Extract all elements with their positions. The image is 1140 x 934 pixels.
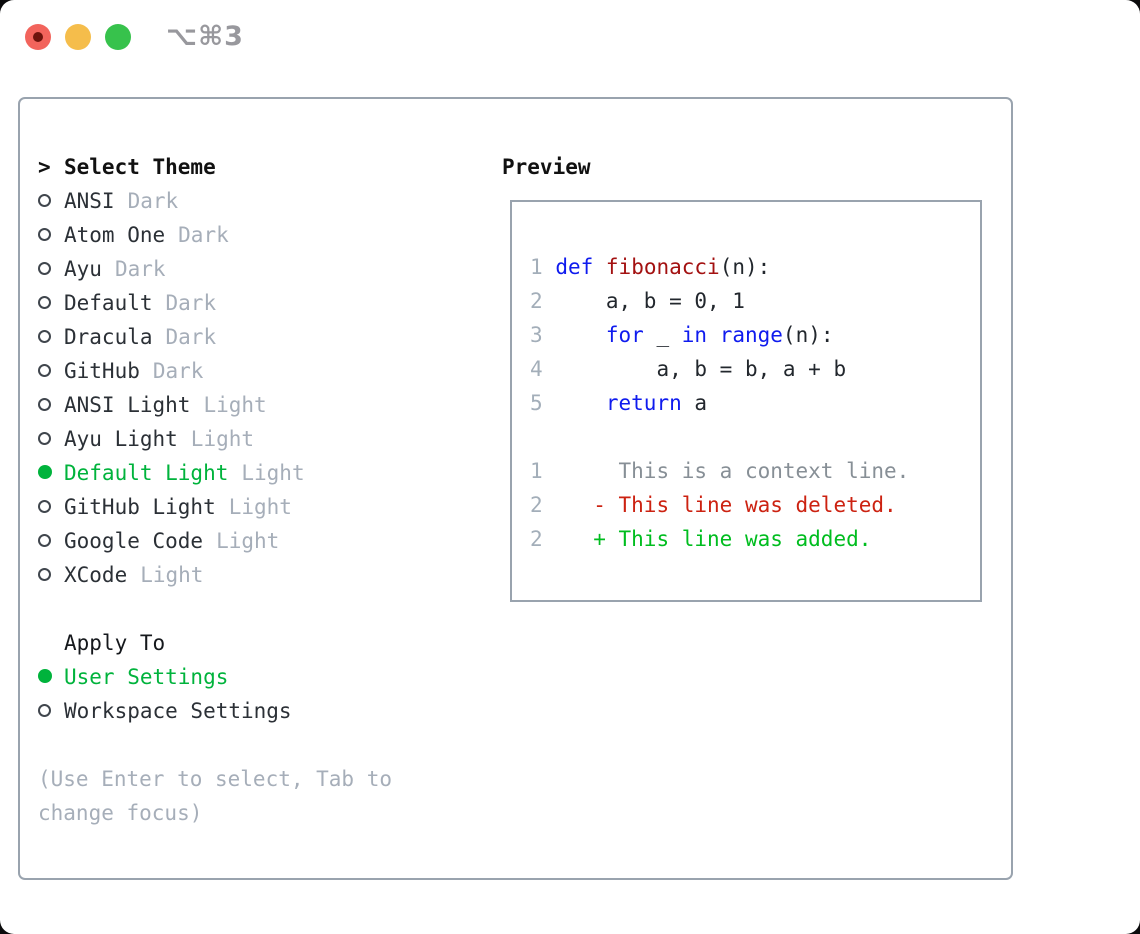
option-variant-label: Light	[216, 529, 280, 553]
option-label: Ayu	[64, 257, 102, 281]
option-variant-label: Dark	[114, 257, 166, 281]
radio-icon	[38, 704, 51, 717]
theme-option-ansi-light[interactable]: ANSI Light Light	[38, 388, 478, 422]
radio-icon	[38, 432, 51, 445]
theme-list-column: > Select Theme ANSI Dark Atom One Dark A…	[38, 150, 478, 830]
option-variant-label: Light	[203, 393, 267, 417]
code-line: 2 + This line was added.	[530, 527, 872, 551]
option-label: Default Light	[64, 461, 229, 485]
option-label: User Settings	[64, 665, 229, 689]
theme-option-dracula[interactable]: Dracula Dark	[38, 320, 478, 354]
preview-code-box: 1 def fibonacci(n): 2 a, b = 0, 1 3 for _ …	[510, 200, 982, 602]
option-label: GitHub	[64, 359, 140, 383]
radio-icon	[38, 296, 51, 309]
zoom-button[interactable]	[105, 24, 131, 50]
option-label: Google Code	[64, 529, 204, 553]
option-label: ANSI Light	[64, 393, 191, 417]
radio-icon	[38, 669, 52, 683]
close-button[interactable]	[25, 24, 51, 50]
option-label: Ayu Light	[64, 427, 178, 451]
apply-to-title: Apply To	[64, 631, 166, 655]
minimize-button[interactable]	[65, 24, 91, 50]
option-label: Atom One	[64, 223, 166, 247]
hint-line-1: (Use Enter to select, Tab to	[38, 767, 393, 791]
theme-option-github-light[interactable]: GitHub Light Light	[38, 490, 478, 524]
option-label: ANSI	[64, 189, 115, 213]
theme-option-default-light[interactable]: Default Light Light	[38, 456, 478, 490]
option-variant-label: Dark	[178, 223, 229, 247]
window-shortcut-label: ⌥⌘3	[166, 21, 244, 52]
option-variant-label: Dark	[165, 325, 217, 349]
code-line: 2 a, b = 0, 1	[530, 289, 745, 313]
code-line: 2 - This line was deleted.	[530, 493, 897, 517]
code-line: 5 return a	[530, 391, 708, 415]
radio-icon	[38, 262, 51, 275]
option-variant-label: Light	[241, 461, 305, 485]
option-label: GitHub Light	[64, 495, 216, 519]
option-variant-label: Light	[140, 563, 204, 587]
option-variant-label: Light	[228, 495, 292, 519]
theme-option-ayu[interactable]: Ayu Dark	[38, 252, 478, 286]
option-label: Dracula	[64, 325, 153, 349]
theme-option-google-code[interactable]: Google Code Light	[38, 524, 478, 558]
option-variant-label: Dark	[152, 359, 204, 383]
option-label: XCode	[64, 563, 128, 587]
code-line: 1 This is a context line.	[530, 459, 910, 483]
focus-cursor-icon: >	[38, 155, 51, 179]
select-theme-header: > Select Theme	[38, 150, 478, 184]
radio-icon	[38, 568, 51, 581]
apply-option-workspace-settings[interactable]: Workspace Settings	[38, 694, 478, 728]
code-line: 4 a, b = b, a + b	[530, 357, 847, 381]
titlebar: ⌥⌘3	[0, 0, 1140, 74]
radio-icon	[38, 398, 51, 411]
theme-picker-panel: > Select Theme ANSI Dark Atom One Dark A…	[18, 97, 1013, 880]
theme-option-default[interactable]: Default Dark	[38, 286, 478, 320]
radio-icon	[38, 330, 51, 343]
apply-to-header: Apply To	[38, 626, 478, 660]
theme-list: ANSI Dark Atom One Dark Ayu Dark Default…	[38, 184, 478, 592]
option-label: Workspace Settings	[64, 699, 292, 723]
spacer-row	[38, 728, 478, 762]
option-variant-label: Dark	[127, 189, 179, 213]
theme-option-ayu-light[interactable]: Ayu Light Light	[38, 422, 478, 456]
radio-icon	[38, 228, 51, 241]
preview-title: Preview	[502, 155, 591, 179]
code-line: 1 def fibonacci(n):	[530, 255, 771, 279]
option-variant-label: Light	[190, 427, 255, 451]
apply-option-user-settings[interactable]: User Settings	[38, 660, 478, 694]
theme-option-ansi[interactable]: ANSI Dark	[38, 184, 478, 218]
theme-option-github[interactable]: GitHub Dark	[38, 354, 478, 388]
radio-icon	[38, 194, 51, 207]
radio-icon	[38, 364, 51, 377]
radio-icon	[38, 465, 52, 479]
radio-icon	[38, 534, 51, 547]
page-title: Select Theme	[64, 155, 216, 179]
hint-line-2: change focus)	[38, 801, 203, 825]
blank-line	[530, 420, 980, 454]
option-variant-label: Dark	[165, 291, 217, 315]
option-label: Default	[64, 291, 153, 315]
apply-to-list: User Settings Workspace Settings	[38, 660, 478, 728]
theme-option-xcode[interactable]: XCode Light	[38, 558, 478, 592]
radio-icon	[38, 500, 51, 513]
spacer-row	[38, 592, 478, 626]
code-line: 3 for _ in range(n):	[530, 323, 834, 347]
theme-option-atom-one[interactable]: Atom One Dark	[38, 218, 478, 252]
